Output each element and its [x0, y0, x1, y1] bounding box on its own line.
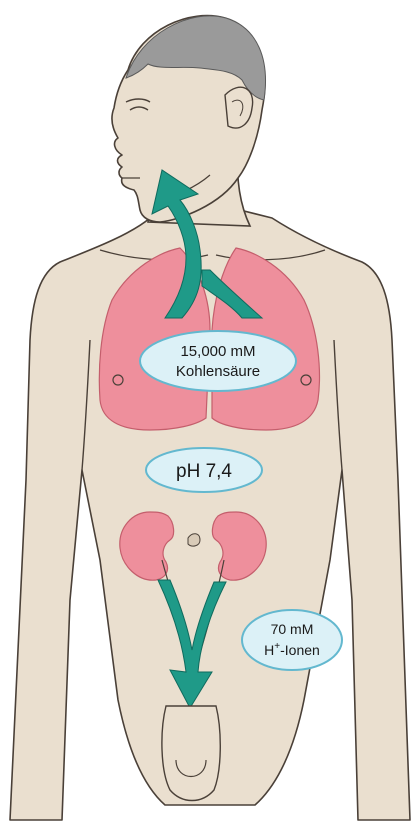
kidney-label-h: H: [264, 642, 274, 658]
kidney-label-line1: 70 mM: [271, 621, 314, 637]
lungs-label-line1: 15,000 mM: [180, 343, 255, 360]
kidney-bubble-shape: [242, 610, 342, 670]
navel: [188, 534, 200, 546]
kidney-label-bubble: 70 mM H+-Ionen: [242, 610, 342, 670]
kidney-label-line2: H+-Ionen: [264, 641, 320, 658]
lungs-label-bubble: 15,000 mM Kohlensäure: [140, 331, 296, 391]
ph-label: pH 7,4: [176, 461, 232, 482]
kidney-label-suffix: -Ionen: [280, 642, 320, 658]
lungs-bubble-shape: [140, 331, 296, 391]
genital-outline: [162, 706, 220, 801]
lungs-label-line2: Kohlensäure: [176, 363, 260, 380]
ph-label-bubble: pH 7,4: [146, 448, 262, 492]
